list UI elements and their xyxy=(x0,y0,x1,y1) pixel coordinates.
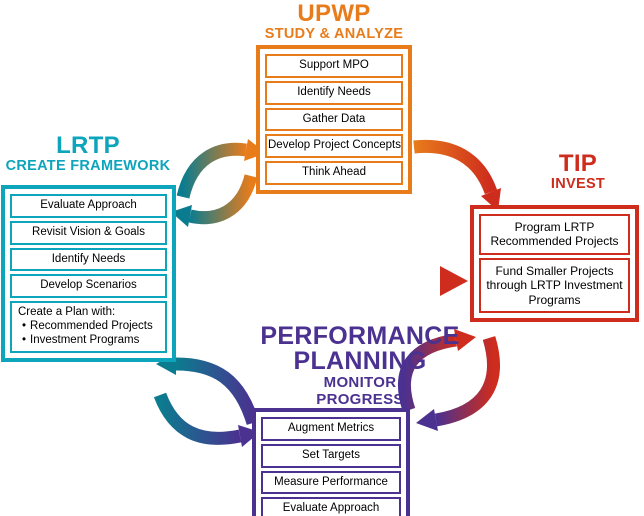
lrtp-title: LRTP xyxy=(56,132,120,159)
upwp-item: Support MPO xyxy=(265,54,403,78)
performance-subtitle-line1: MONITOR xyxy=(323,374,397,391)
lrtp-plan-bullet-line: •Recommended Projects xyxy=(18,320,159,334)
lrtp-upwp-cycle-arrow-up xyxy=(176,139,266,199)
tip-item: Fund Smaller Projects through LRTP Inves… xyxy=(479,257,630,313)
lrtp-plan-item: Create a Plan with: •Recommended Project… xyxy=(10,301,167,353)
tip-subtitle: INVEST xyxy=(550,176,606,193)
upwp-lrtp-cycle-arrow-down xyxy=(171,174,258,227)
performance-title-line1: PERFORMANCE xyxy=(260,322,460,350)
lrtp-box: Evaluate Approach Revisit Vision & Goals… xyxy=(1,185,176,362)
performance-item: Measure Performance xyxy=(261,470,401,495)
lrtp-item: Identify Needs xyxy=(10,247,167,272)
bullet-glyph: • xyxy=(22,333,27,346)
upwp-item: Gather Data xyxy=(265,107,403,132)
tip-item: Program LRTP Recommended Projects xyxy=(479,214,630,255)
lrtp-performance-cycle-arrow-down xyxy=(153,392,260,447)
lrtp-item: Develop Scenarios xyxy=(10,274,167,299)
upwp-header: UPWP STUDY & ANALYZE xyxy=(248,0,420,43)
performance-header: PERFORMANCE PLANNING MONITOR PROGRESS xyxy=(253,324,467,408)
performance-item: Augment Metrics xyxy=(261,417,401,441)
upwp-tip-arrow xyxy=(413,139,501,211)
performance-title-line2: PLANNING xyxy=(293,347,427,375)
lrtp-subtitle: CREATE FRAMEWORK xyxy=(5,158,171,175)
lrtp-plan-bullet-line: •Investment Programs xyxy=(18,334,159,348)
lrtp-header: LRTP CREATE FRAMEWORK xyxy=(0,132,176,175)
lrtp-item: Revisit Vision & Goals xyxy=(10,220,167,245)
upwp-item: Develop Project Concepts xyxy=(265,134,403,159)
performance-item: Set Targets xyxy=(261,443,401,468)
lrtp-plan-bullet: Recommended Projects xyxy=(30,319,153,332)
tip-header: TIP INVEST xyxy=(518,150,638,193)
upwp-title: UPWP xyxy=(297,0,371,27)
tip-box: Program LRTP Recommended Projects Fund S… xyxy=(470,205,639,322)
lrtp-tip-arrow xyxy=(186,266,468,296)
upwp-item: Identify Needs xyxy=(265,80,403,105)
lrtp-plan-bullet: Investment Programs xyxy=(30,333,140,346)
upwp-item: Think Ahead xyxy=(265,161,403,185)
tip-title: TIP xyxy=(558,150,598,177)
performance-subtitle-line2: PROGRESS xyxy=(316,391,404,409)
upwp-box: Support MPO Identify Needs Gather Data D… xyxy=(256,45,412,194)
lrtp-plan-heading: Create a Plan with: xyxy=(18,306,116,319)
lrtp-item: Evaluate Approach xyxy=(10,194,167,218)
performance-lrtp-cycle-arrow-up xyxy=(156,353,260,425)
bullet-glyph: • xyxy=(22,319,27,332)
performance-item: Evaluate Approach xyxy=(261,497,401,516)
performance-box: Augment Metrics Set Targets Measure Perf… xyxy=(252,408,410,516)
upwp-subtitle: STUDY & ANALYZE xyxy=(264,26,404,43)
